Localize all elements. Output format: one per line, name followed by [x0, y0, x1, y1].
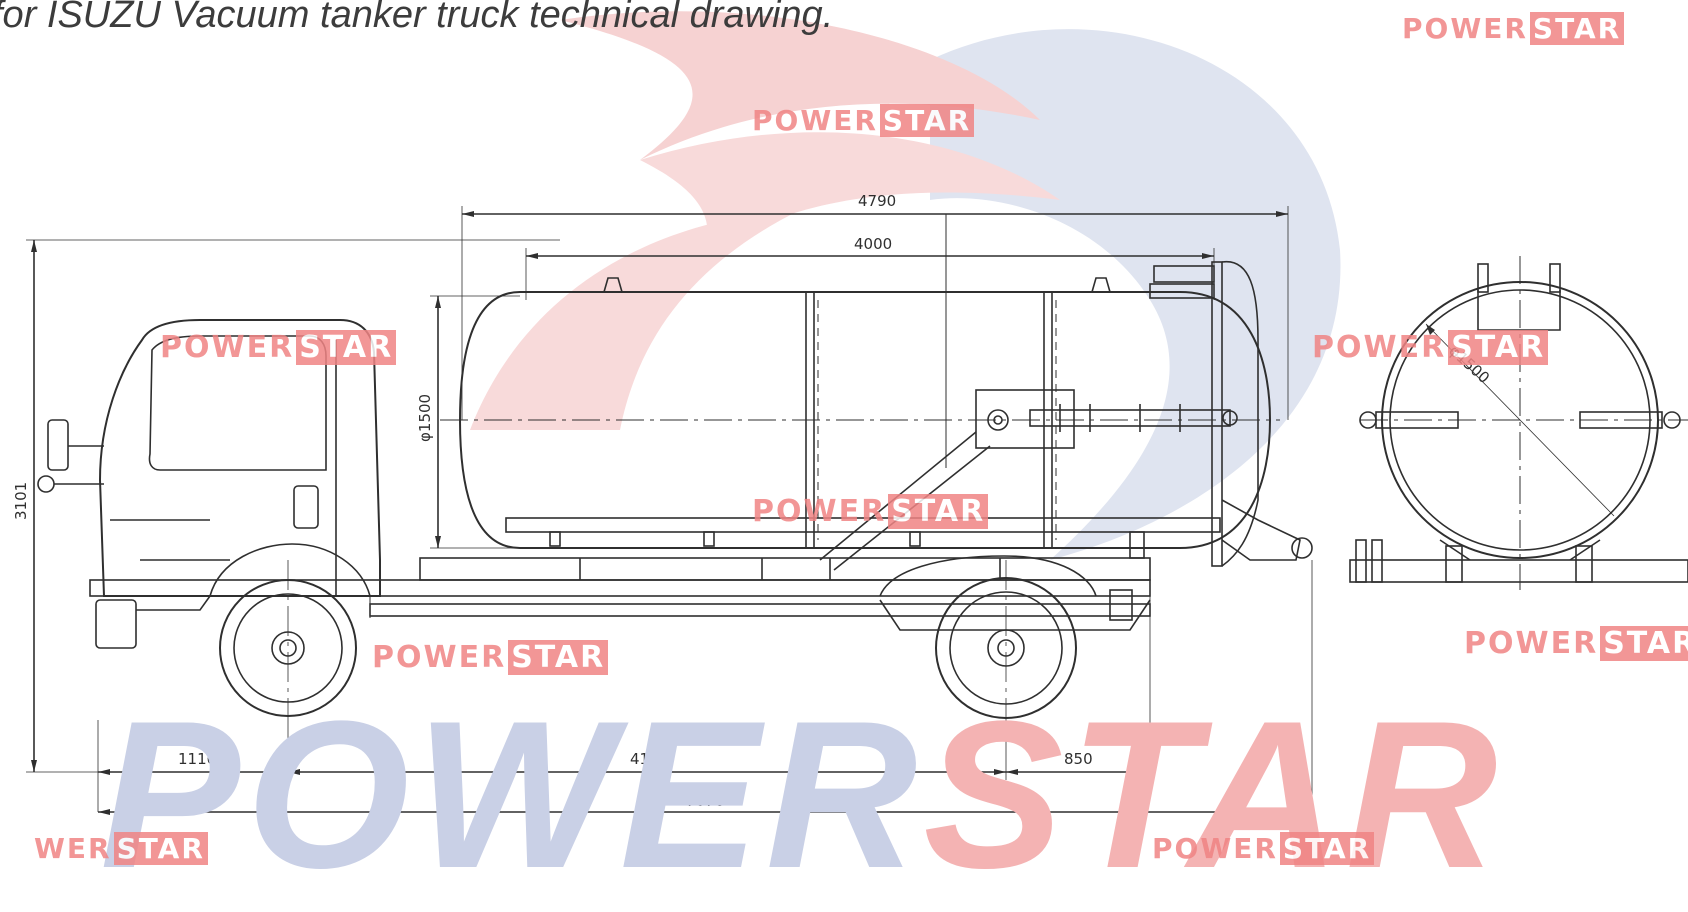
dim-overall-length: 7076 — [686, 792, 724, 810]
dim-tank-body-length: 4000 — [854, 235, 892, 253]
dim-total-height: 3101 — [12, 482, 30, 520]
dim-tank-total-length: 4790 — [858, 192, 896, 210]
truck-side-view: 4790 4000 φ1500 3101 1110 4175 850 7076 — [12, 192, 1313, 820]
dim-front-overhang: 1110 — [178, 750, 216, 768]
dim-wheelbase: 4175 — [630, 750, 668, 768]
dim-rear-overhang: 850 — [1064, 750, 1093, 768]
logo-background-shapes — [470, 11, 1341, 561]
drawing-caption: for ISUZU Vacuum tanker truck technical … — [0, 0, 834, 36]
big-watermark: POWERSTAR — [100, 677, 1504, 912]
dim-tank-diameter-side: φ1500 — [416, 394, 434, 442]
